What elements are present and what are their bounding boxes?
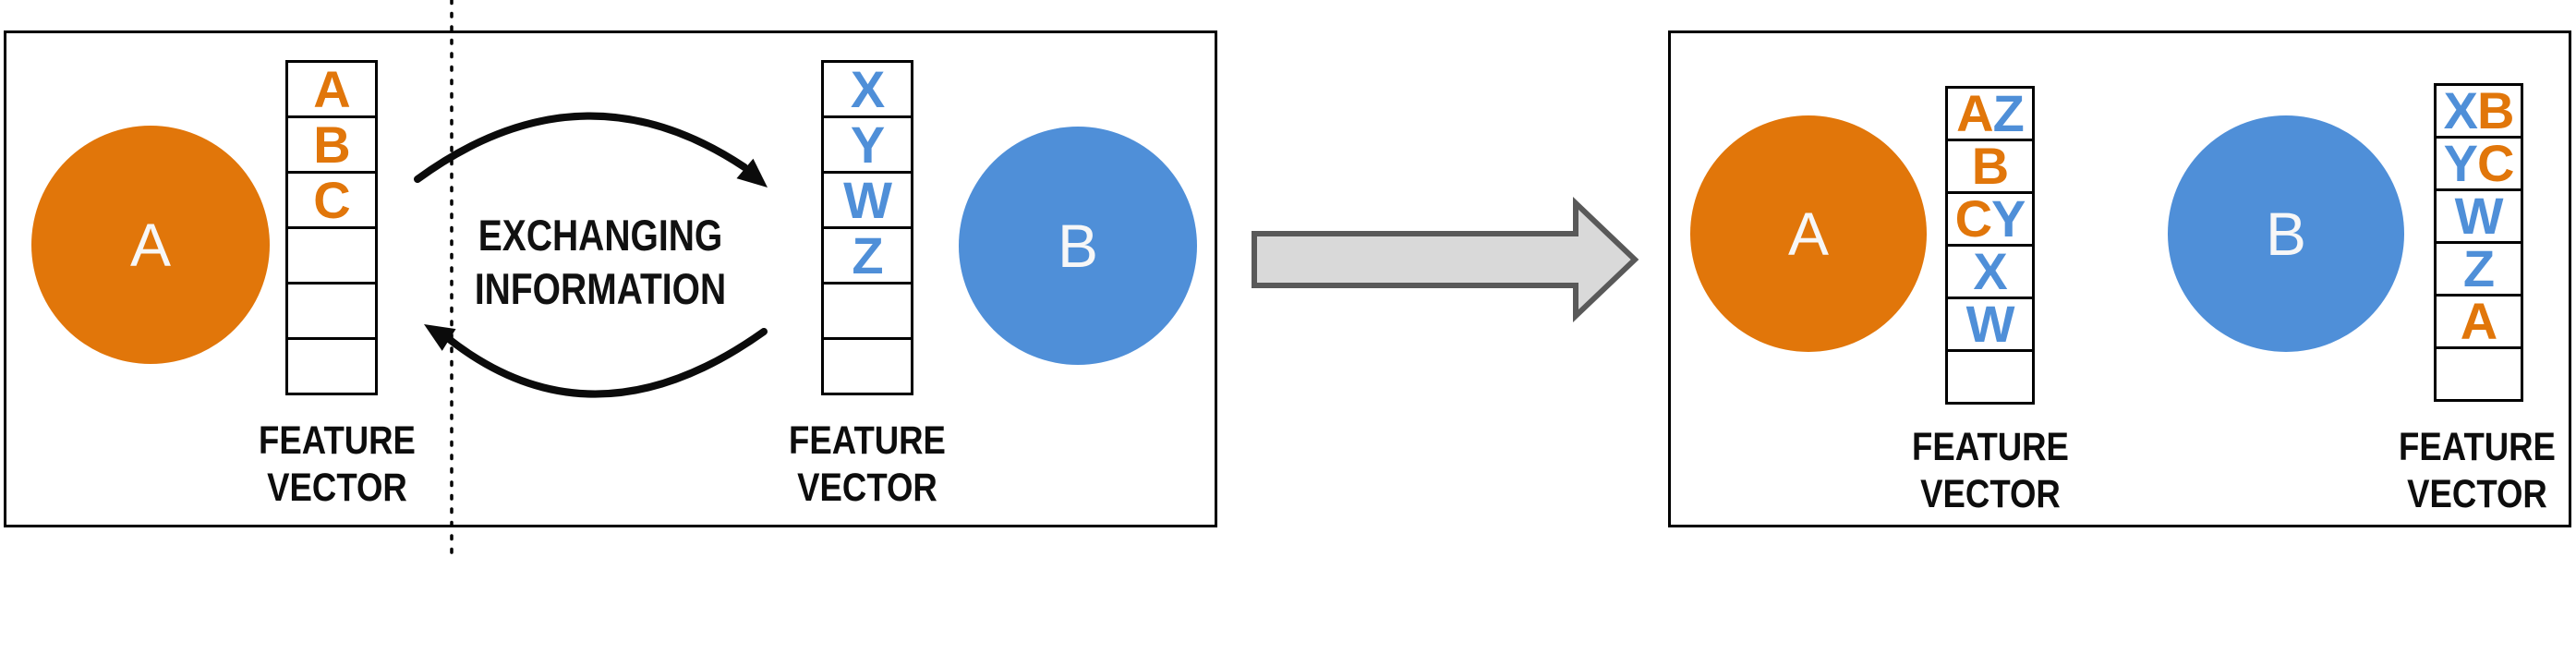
feature-vector-label-b-right: FEATURE VECTOR: [2391, 424, 2564, 518]
vector-cell: Z: [2434, 241, 2523, 297]
node-b-circle-right: B: [2168, 115, 2404, 352]
vector-cell: W: [1945, 297, 2035, 352]
vector-cell: B: [285, 115, 378, 174]
feature-letter: B: [313, 115, 350, 174]
vector-cell: B: [1945, 139, 2035, 194]
before-exchange-panel: [4, 30, 1217, 527]
label-line: VECTOR: [267, 466, 407, 510]
vector-cell: X B: [2434, 83, 2523, 139]
feature-letter: C: [2476, 134, 2514, 192]
right-block-arrow-icon: [1252, 196, 1639, 323]
vector-cell: A: [285, 60, 378, 118]
feature-letter: B: [2476, 81, 2514, 139]
vector-cell: [285, 226, 378, 285]
feature-vector-a-left: A B C: [285, 60, 378, 395]
feature-letter: Y: [850, 115, 885, 174]
label-line: FEATURE: [259, 418, 416, 463]
feature-vector-label-a-right: FEATURE VECTOR: [1905, 424, 2077, 518]
label-line: FEATURE: [1912, 425, 2069, 469]
vector-cell: [285, 282, 378, 340]
feature-vector-label-b-left: FEATURE VECTOR: [781, 418, 954, 512]
vector-cell: X: [821, 60, 913, 118]
feature-letter: Z: [2462, 239, 2495, 297]
feature-letter: C: [1954, 189, 1992, 248]
node-b-label: B: [1057, 212, 1099, 280]
feature-letter: B: [1971, 137, 2009, 195]
feature-letter: W: [1965, 295, 2015, 353]
label-line: VECTOR: [797, 466, 937, 510]
node-a-label: A: [1787, 200, 1830, 268]
vector-cell: X: [1945, 244, 2035, 299]
vector-cell: Y: [821, 115, 913, 174]
vector-cell: [285, 337, 378, 395]
feature-letter: W: [2454, 187, 2504, 245]
feature-letter: A: [313, 59, 350, 118]
feature-letter: A: [2460, 292, 2497, 350]
feature-letter: Y: [2443, 134, 2478, 192]
node-a-circle-left: A: [31, 126, 270, 364]
node-b-label: B: [2265, 200, 2307, 268]
vector-cell: Z: [821, 226, 913, 285]
feature-letter: X: [850, 59, 885, 118]
label-line: EXCHANGING: [478, 211, 723, 260]
feature-letter: C: [313, 170, 350, 229]
vector-cell: W: [821, 171, 913, 229]
label-line: INFORMATION: [474, 264, 727, 313]
node-b-circle-left: B: [959, 127, 1197, 365]
vector-cell: C Y: [1945, 191, 2035, 247]
label-line: FEATURE: [2399, 425, 2556, 469]
feature-letter: Z: [852, 225, 883, 285]
after-exchange-panel: [1668, 30, 2571, 527]
vector-cell: Y C: [2434, 136, 2523, 191]
vector-cell: [821, 282, 913, 340]
label-line: FEATURE: [789, 418, 946, 463]
feature-letter: X: [2443, 81, 2478, 139]
node-a-label: A: [129, 211, 172, 279]
vector-cell: C: [285, 171, 378, 229]
vector-cell: A: [2434, 294, 2523, 349]
feature-letter: X: [1973, 242, 2007, 300]
feature-vector-b-left: X Y W Z: [821, 60, 913, 395]
feature-vector-a-right: A Z B C Y X W: [1945, 86, 2035, 405]
exchange-information-label: EXCHANGING INFORMATION: [451, 209, 750, 316]
feature-vector-label-a-left: FEATURE VECTOR: [251, 418, 424, 512]
label-line: VECTOR: [2407, 472, 2547, 516]
vector-cell: W: [2434, 188, 2523, 244]
vector-cell: A Z: [1945, 86, 2035, 141]
vector-cell: [1945, 349, 2035, 405]
feature-letter: Z: [1992, 84, 2025, 142]
feature-vector-b-right: X B Y C W Z A: [2434, 83, 2523, 402]
node-a-circle-right: A: [1690, 115, 1927, 352]
feature-letter: W: [843, 170, 892, 229]
feature-letter: Y: [1991, 189, 2026, 248]
vector-cell: [2434, 346, 2523, 402]
label-line: VECTOR: [1920, 472, 2061, 516]
feature-letter: A: [1956, 84, 1993, 142]
vector-cell: [821, 337, 913, 395]
